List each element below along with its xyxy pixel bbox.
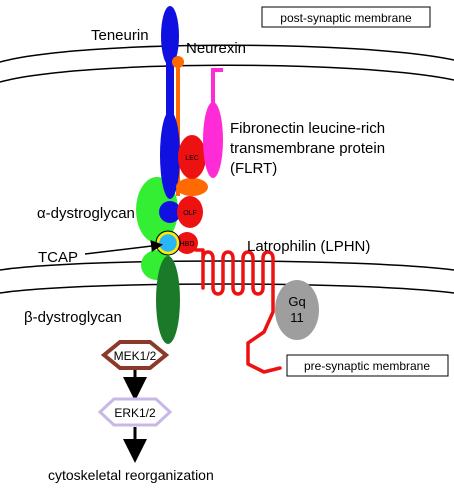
post-membrane-upper-line: [0, 44, 454, 63]
latrophilin-lec-domain: [178, 135, 206, 179]
alpha-dystroglycan-label: α-dystroglycan: [37, 205, 135, 222]
neurexin-head: [172, 56, 184, 68]
hbd-label: HBD: [180, 241, 195, 248]
post-membrane-label: post-synaptic membrane: [280, 11, 412, 25]
tcap-label: TCAP: [38, 249, 78, 266]
mek-label: MEK1/2: [114, 349, 157, 363]
flrt-stalk: [211, 70, 215, 110]
latrophilin-label: Latrophilin (LPHN): [247, 238, 370, 255]
teneurin-stalk: [166, 60, 174, 120]
flrt-label-line3: (FLRT): [230, 160, 277, 177]
tcap-arrow: [84, 240, 163, 255]
gq-label-line2: 11: [290, 310, 304, 325]
flrt-top-bar: [211, 68, 223, 72]
teneurin-upper-domain: [161, 6, 179, 66]
flrt-label-line2: transmembrane protein: [230, 140, 385, 157]
beta-dystroglycan: [156, 256, 180, 344]
mek-hexagon: [100, 340, 170, 370]
beta-dystroglycan-label: β-dystroglycan: [24, 309, 122, 326]
post-membrane-box: [261, 6, 431, 28]
gq-label-line1: Gq: [288, 294, 305, 309]
latrophilin-olf-domain: [177, 196, 203, 228]
pre-membrane-label: pre-synaptic membrane: [304, 359, 430, 373]
flrt-label-line1: Fibronectin leucine-rich: [230, 120, 385, 137]
latrophilin-hbd-domain: [176, 232, 198, 254]
teneurin-knob: [159, 201, 181, 223]
teneurin-label: Teneurin: [91, 27, 149, 44]
pre-membrane-lower-line: [0, 283, 454, 294]
latrophilin-transmembrane-loops: [194, 248, 282, 374]
neurexin-label: Neurexin: [186, 40, 246, 57]
lec-label: LEC: [185, 155, 199, 162]
tcap-circle: [156, 231, 180, 255]
latrophilin-orange-collar: [176, 178, 208, 196]
olf-label: OLF: [183, 210, 197, 217]
cytoskeletal-label: cytoskeletal reorganization: [48, 467, 214, 483]
erk-hexagon: [97, 397, 173, 427]
post-membrane-lower-line: [0, 64, 454, 83]
erk-label: ERK1/2: [114, 406, 156, 420]
pre-membrane-box: [286, 354, 449, 377]
gq11-protein: [275, 280, 319, 340]
flrt-domain: [203, 102, 223, 178]
teneurin-lower-domain: [160, 111, 180, 199]
